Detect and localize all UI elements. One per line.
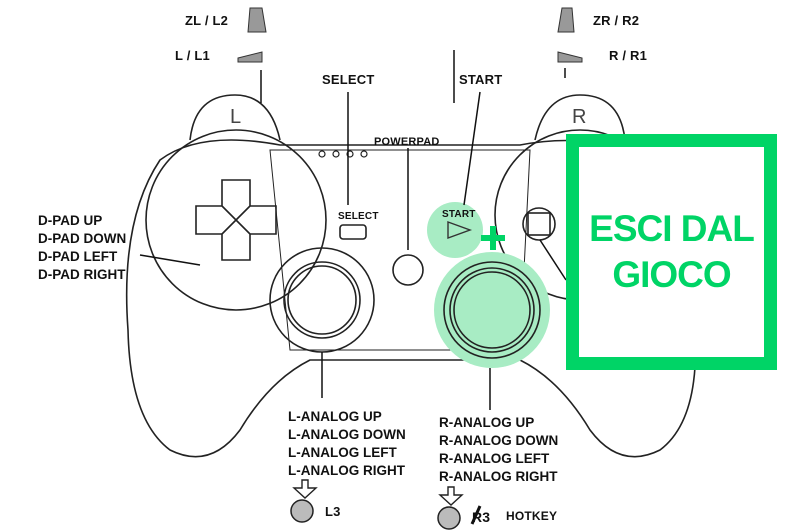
- select-button: [339, 224, 367, 240]
- plus-icon: [481, 226, 505, 250]
- left-analog-labels: L-ANALOG UP L-ANALOG DOWN L-ANALOG LEFT …: [288, 408, 406, 480]
- powerpad-button: [392, 254, 424, 286]
- r-analog-left-label: R-ANALOG LEFT: [439, 451, 550, 466]
- l-bumper-icon: [237, 51, 263, 63]
- start-button-icon: [447, 221, 473, 239]
- r-analog-up-label: R-ANALOG UP: [439, 415, 535, 430]
- exit-game-text: ESCI DAL GIOCO: [589, 206, 755, 298]
- select-label: SELECT: [322, 72, 375, 87]
- right-stick-highlight: [434, 252, 550, 368]
- l-analog-right-label: L-ANALOG RIGHT: [288, 463, 405, 478]
- l-shoulder-outline: [189, 94, 281, 141]
- dpad-left-label: D-PAD LEFT: [38, 249, 118, 264]
- l-shoulder-label: L: [230, 106, 242, 128]
- r-shoulder-outline: [534, 94, 626, 141]
- r-shoulder-label: R: [572, 106, 587, 128]
- dpad-up-label: D-PAD UP: [38, 213, 103, 228]
- zl-l2-label: ZL / L2: [185, 13, 229, 28]
- r-analog-right-label: R-ANALOG RIGHT: [439, 469, 558, 484]
- start-highlight: [427, 202, 483, 258]
- r-bumper-icon: [557, 51, 583, 63]
- square-button: [527, 212, 551, 236]
- powerpad-label: POWERPAD: [374, 136, 440, 148]
- dpad-labels: D-PAD UP D-PAD DOWN D-PAD LEFT D-PAD RIG…: [38, 212, 126, 284]
- l3-press-icon: [290, 479, 318, 523]
- exit-game-box: ESCI DAL GIOCO: [566, 134, 777, 370]
- l-analog-up-label: L-ANALOG UP: [288, 409, 382, 424]
- exit-line-2: GIOCO: [612, 254, 731, 295]
- right-analog-labels: R-ANALOG UP R-ANALOG DOWN R-ANALOG LEFT …: [439, 414, 558, 486]
- r-analog-down-label: R-ANALOG DOWN: [439, 433, 559, 448]
- exit-line-1: ESCI DAL: [589, 208, 755, 249]
- zr-r2-label: ZR / R2: [593, 13, 640, 28]
- r-r1-label: R / R1: [609, 48, 648, 63]
- slash-divider: [470, 505, 482, 525]
- start-label: START: [459, 72, 503, 87]
- left-stick-ring: [269, 247, 375, 353]
- r3-label: R3: [472, 509, 491, 525]
- select-small-label: SELECT: [338, 211, 379, 222]
- dpad-down-label: D-PAD DOWN: [38, 231, 127, 246]
- l3-label: L3: [325, 504, 341, 519]
- zl-trigger-icon: [247, 7, 267, 33]
- r3-press-icon: [437, 486, 464, 530]
- dpad-ring: [145, 129, 327, 311]
- zr-trigger-icon: [557, 7, 575, 33]
- dpad-right-label: D-PAD RIGHT: [38, 267, 126, 282]
- l-l1-label: L / L1: [175, 48, 210, 63]
- l-analog-left-label: L-ANALOG LEFT: [288, 445, 397, 460]
- start-small-label: START: [442, 209, 476, 220]
- dpad: [195, 179, 277, 261]
- l-analog-down-label: L-ANALOG DOWN: [288, 427, 406, 442]
- hotkey-label: HOTKEY: [506, 509, 558, 523]
